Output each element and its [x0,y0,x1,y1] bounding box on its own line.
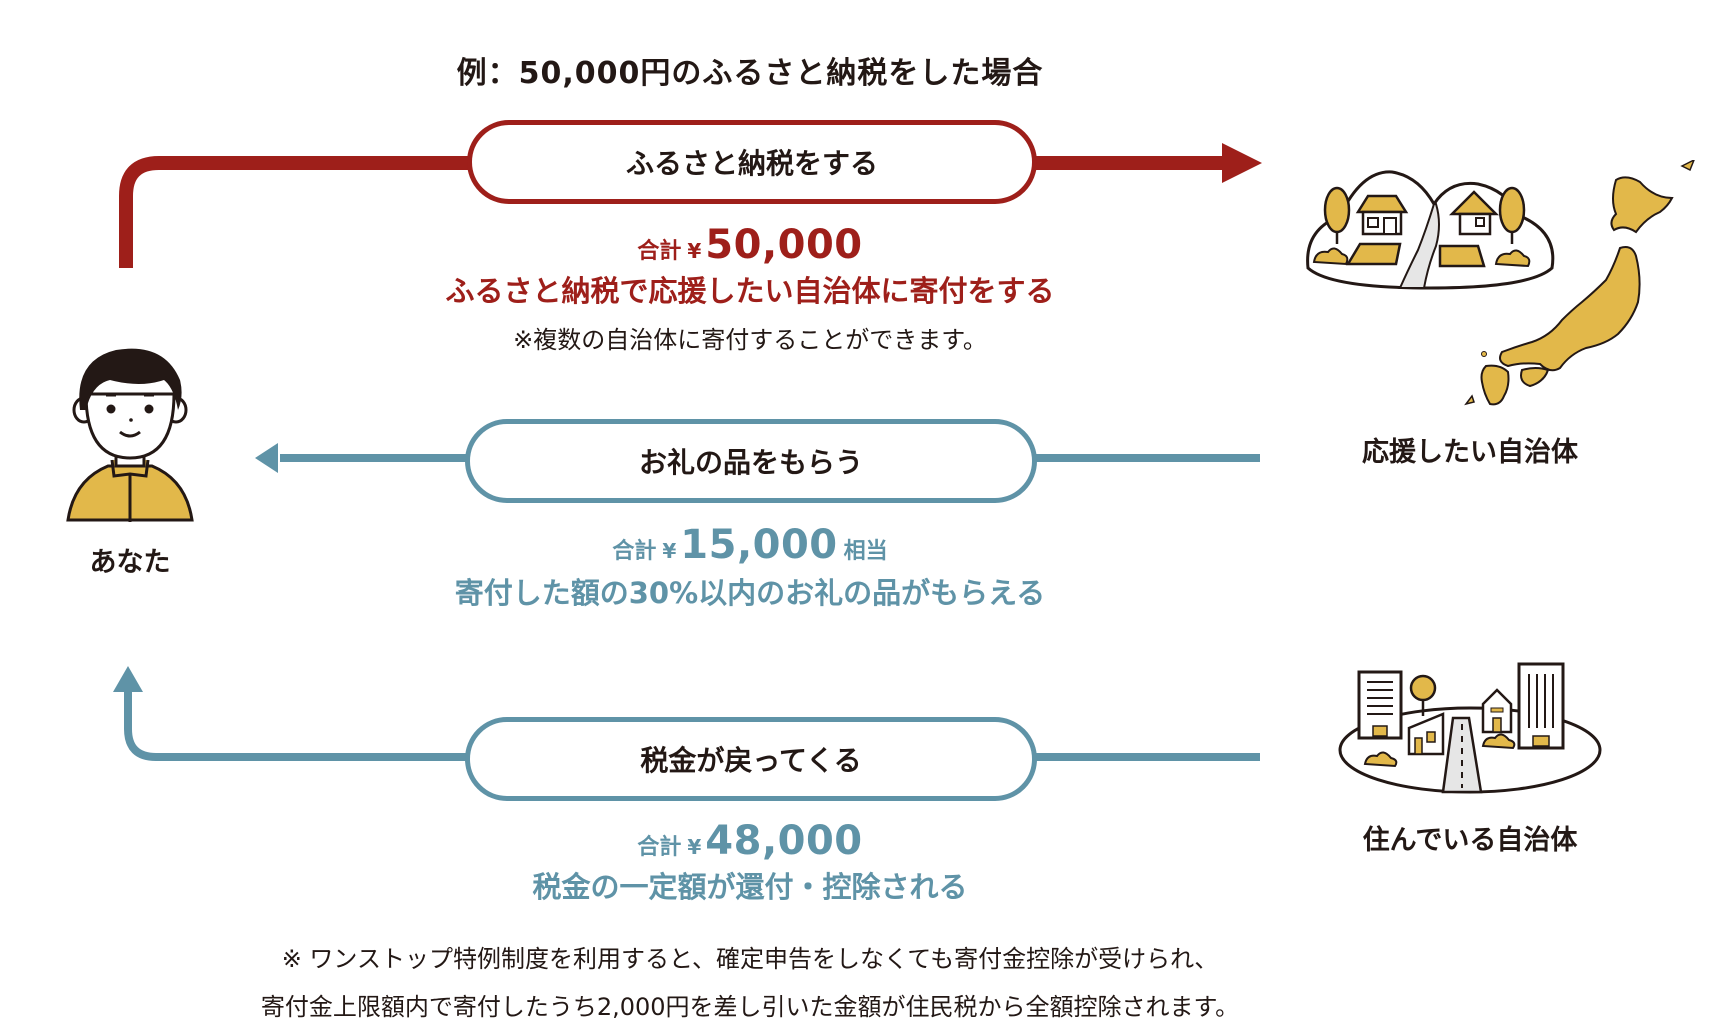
step-3-pill-label: 税金が戻ってくる [640,744,862,777]
step-3-details: 合計¥48,000 税金の一定額が還付・控除される [0,818,1500,906]
village-icon [1306,170,1555,290]
step-1-note: ※複数の自治体に寄付することができます。 [513,326,987,354]
amount-value: 48,000 [705,818,863,864]
supported-municipality-label: 応援したい自治体 [1362,437,1578,468]
step-1-details: 合計¥50,000 ふるさと納税で応援したい自治体に寄付をする ※複数の自治体に… [0,222,1500,355]
amount-suffix: 相当 [843,539,888,564]
currency-symbol: ¥ [687,835,702,859]
step-1-pill: ふるさと納税をする [467,120,1037,204]
donation-arrow-line [119,156,1230,268]
footnote-line-1: ※ ワンストップ特例制度を利用すると、確定申告をしなくても寄付金控除が受けられ、 [281,945,1219,973]
you-label: あなた [89,547,171,578]
amount-value: 50,000 [705,222,863,268]
amount-prefix: 合計 [612,539,657,564]
currency-symbol: ¥ [662,539,677,563]
footnote-line-2: 寄付金上限額内で寄付したうち2,000円を差し引いた金額が住民税から全額控除され… [260,993,1240,1021]
step-3-description: 税金の一定額が還付・控除される [532,870,968,904]
tax-arrow-head [113,666,143,692]
step-2-pill-label: お礼の品をもらう [638,446,863,479]
step-1-amount: 合計¥50,000 [0,222,1500,268]
japan-map-icon [1464,160,1695,406]
tax-arrow-line [124,690,1260,761]
step-3-pill: 税金が戻ってくる [465,717,1037,801]
gift-arrow-head [255,443,278,473]
donation-arrow-head [1222,143,1262,183]
step-3-amount: 合計¥48,000 [0,818,1500,864]
town-icon [1338,662,1602,794]
step-1-pill-label: ふるさと納税をする [625,147,878,180]
step-2-description: 寄付した額の30%以内のお礼の品がもらえる [454,576,1046,610]
diagram-title: 例：50,000円のふるさと納税をした場合 [456,56,1044,91]
amount-prefix: 合計 [637,239,682,264]
footnote: ※ ワンストップ特例制度を利用すると、確定申告をしなくても寄付金控除が受けられ、… [0,935,1500,1031]
amount-value: 15,000 [680,522,838,568]
step-1-description: ふるさと納税で応援したい自治体に寄付をする [445,274,1055,308]
amount-prefix: 合計 [637,835,682,860]
currency-symbol: ¥ [687,239,702,263]
home-municipality-label: 住んでいる自治体 [1362,825,1578,856]
person-icon [66,348,194,522]
step-2-pill: お礼の品をもらう [465,419,1037,503]
